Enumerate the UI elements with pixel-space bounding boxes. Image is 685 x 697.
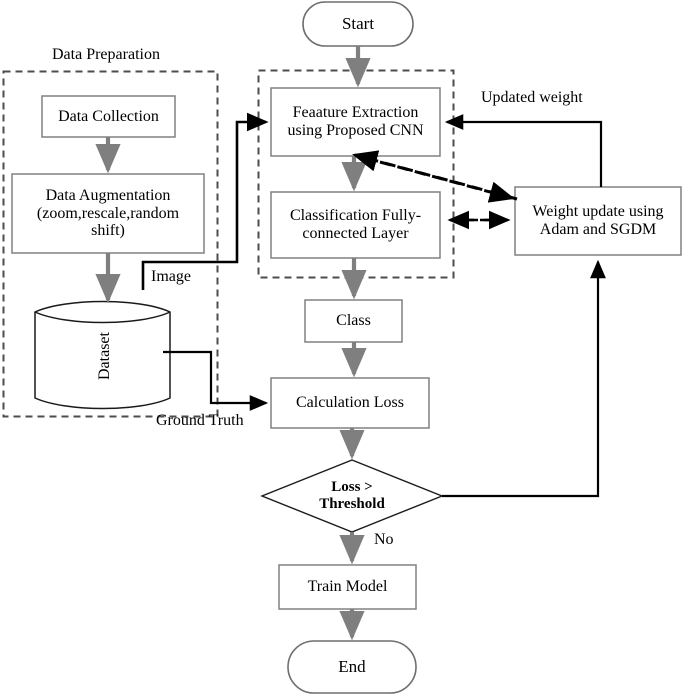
- node-classification-shape: [270, 191, 441, 259]
- edge-dashed-feature-extraction-weight-update-fwd: [379, 160, 515, 203]
- node-label-dataset: Dataset: [96, 332, 113, 380]
- edge-image-path: [141, 112, 269, 290]
- node-train-model-shape: [278, 564, 417, 610]
- node-start-shape: [302, 1, 414, 47]
- edge-updated-weight-path: [444, 114, 603, 187]
- node-weight-update-shape: [514, 186, 682, 256]
- node-calculation-loss-shape: [270, 377, 430, 429]
- group-label-data-preparation: Data Preparation: [52, 46, 160, 63]
- node-loss-threshold-shape: [260, 459, 444, 533]
- node-data-augmentation-shape: [11, 173, 205, 254]
- group-data-preparation: [2, 70, 219, 418]
- edge-label-no: No: [374, 531, 394, 548]
- node-class-shape: [304, 299, 403, 343]
- node-feature-extraction-shape: [270, 87, 441, 157]
- edge-loss-threshold-to-weight-update: [442, 259, 606, 498]
- node-data-collection-shape: [41, 95, 176, 138]
- node-dataset-shape: [34, 300, 171, 410]
- node-end-shape: [287, 640, 417, 694]
- edge-label-ground-truth: Ground Truth: [156, 412, 244, 429]
- edge-label-image: Image: [151, 268, 191, 285]
- edge-label-updated-weight: Updated weight: [481, 89, 583, 106]
- edge-ground-truth-path: [163, 350, 269, 411]
